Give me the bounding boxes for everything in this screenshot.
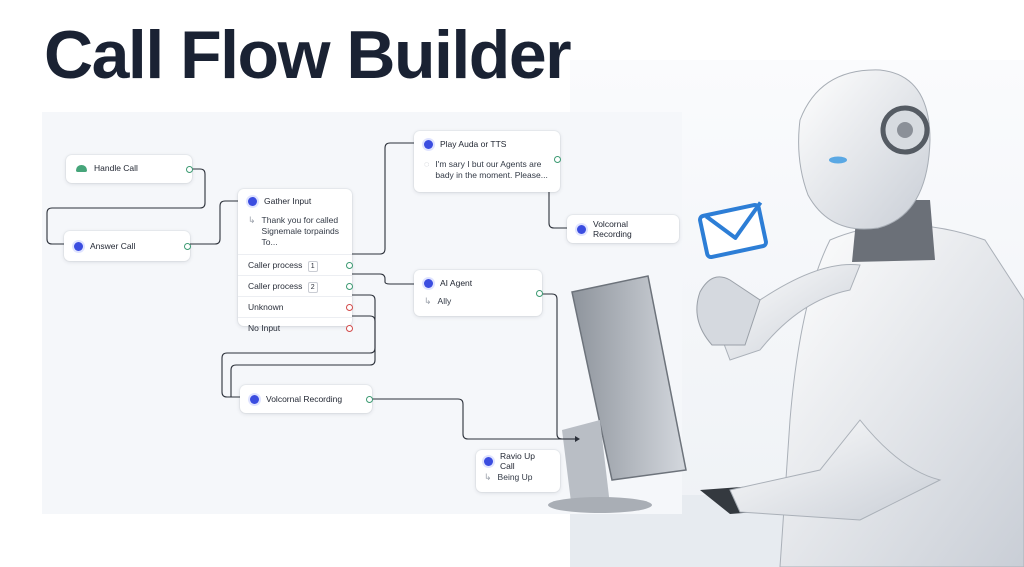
play-audio-line2: bady in the moment. Please... xyxy=(435,170,548,180)
ai-agent-sub: ↳ Ally xyxy=(414,296,542,313)
node-recording-top-label: Volcornal Recording xyxy=(593,219,632,239)
gather-option-no-input[interactable]: No Input xyxy=(238,317,353,338)
node-dot-icon xyxy=(424,139,433,149)
return-arrow-icon: ↳ xyxy=(248,215,256,225)
node-gather-input-label: Gather Input xyxy=(264,196,312,206)
envelope-icon xyxy=(698,201,768,260)
option-badge: 1 xyxy=(307,261,318,272)
node-recording-bottom-label: Volcornal Recording xyxy=(266,394,343,404)
speech-icon: ◌ xyxy=(424,159,430,169)
node-dot-icon xyxy=(74,241,83,251)
ai-agent-sub-label: Ally xyxy=(437,296,452,306)
option-badge: 2 xyxy=(307,282,318,293)
output-port[interactable] xyxy=(346,283,353,290)
node-dot-icon xyxy=(484,456,493,466)
hangup-sub-label: Being Up xyxy=(497,472,533,482)
hangup-sub: ↳ Being Up xyxy=(476,472,560,483)
output-port[interactable] xyxy=(554,156,561,163)
leaf-icon xyxy=(76,164,87,172)
output-port[interactable] xyxy=(184,243,191,250)
node-ai-agent-label: AI Agent xyxy=(440,278,473,288)
node-recording-bottom[interactable]: Volcornal Recording xyxy=(240,385,373,413)
node-play-audio-label: Play Auda or TTS xyxy=(440,139,507,149)
gather-option-unknown[interactable]: Unknown xyxy=(238,296,353,317)
return-arrow-icon: ↳ xyxy=(484,472,492,482)
option-label: No Input xyxy=(248,323,281,333)
node-play-audio[interactable]: Play Auda or TTS ◌ I'm sary I but our Ag… xyxy=(414,131,561,192)
output-port[interactable] xyxy=(186,166,193,173)
node-dot-icon xyxy=(248,196,257,206)
output-port[interactable] xyxy=(346,304,353,311)
option-label: Caller process xyxy=(248,260,303,270)
option-label: Unknown xyxy=(248,302,284,312)
node-recording-top[interactable]: Volcornal Recording xyxy=(567,215,679,243)
node-answer-call-label: Answer Call xyxy=(90,241,136,251)
page-title: Call Flow Builder xyxy=(44,17,572,93)
output-port[interactable] xyxy=(346,262,353,269)
node-handle-call-label: Handle Call xyxy=(94,163,138,173)
output-port[interactable] xyxy=(536,290,543,297)
node-hangup[interactable]: Ravio Up Call ↳ Being Up xyxy=(476,450,560,492)
node-dot-icon xyxy=(250,394,259,404)
node-answer-call[interactable]: Answer Call xyxy=(64,231,191,261)
node-hangup-label: Ravio Up Call xyxy=(500,451,535,471)
play-audio-line1: I'm sary I but our Agents are xyxy=(435,159,542,169)
gather-option-1[interactable]: Caller process 1 xyxy=(238,254,353,275)
gather-prompt-line2: Signemale torpainds To... xyxy=(261,226,340,247)
node-ai-agent[interactable]: AI Agent ↳ Ally xyxy=(414,270,543,316)
gather-prompt: ↳ Thank you for called Signemale torpain… xyxy=(238,213,352,254)
output-port[interactable] xyxy=(366,396,373,403)
play-audio-text: ◌ I'm sary I but our Agents are bady in … xyxy=(414,157,560,187)
node-handle-call[interactable]: Handle Call xyxy=(66,155,193,183)
node-dot-icon xyxy=(577,224,586,234)
node-dot-icon xyxy=(424,278,433,288)
gather-option-2[interactable]: Caller process 2 xyxy=(238,275,353,296)
gather-prompt-line1: Thank you for called xyxy=(261,215,339,225)
node-gather-input[interactable]: Gather Input ↳ Thank you for called Sign… xyxy=(238,189,353,333)
option-label: Caller process xyxy=(248,281,303,291)
output-port[interactable] xyxy=(346,325,353,332)
return-arrow-icon: ↳ xyxy=(424,296,432,306)
